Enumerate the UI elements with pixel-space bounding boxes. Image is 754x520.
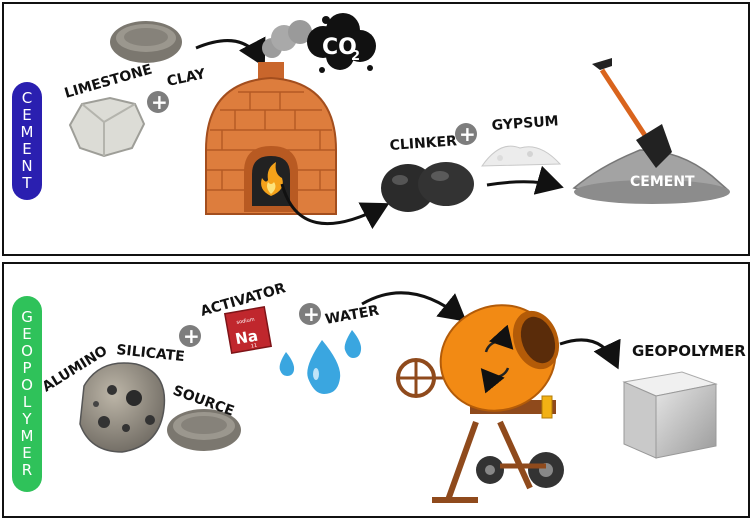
- plus-icon-geo-1: +: [179, 324, 201, 348]
- cement-mixer-icon: [396, 304, 564, 503]
- cement-product-label: CEMENT: [630, 174, 695, 190]
- clay-dish-icon: [110, 21, 182, 63]
- section-label-letter: O: [21, 342, 33, 360]
- arrow-kiln-to-clinker: [280, 183, 390, 230]
- plus-icon-cement-2: +: [455, 122, 477, 146]
- section-label-letter: E: [22, 140, 32, 158]
- svg-text:+: +: [183, 324, 200, 348]
- plus-icon-geo-2: +: [299, 302, 321, 326]
- section-label-letter: E: [22, 325, 32, 343]
- section-label-letter: Y: [22, 410, 32, 428]
- arrow-clay-to-kiln: [195, 36, 266, 68]
- co2-subscript: 2: [351, 49, 360, 64]
- section-label-letter: T: [22, 174, 32, 192]
- sodium-activator-icon: [223, 305, 273, 355]
- silicate-label: SILICATE: [116, 342, 186, 365]
- water-drops-icon: [279, 330, 362, 394]
- section-label-letter: E: [22, 106, 32, 124]
- clinker-icon: [381, 162, 474, 212]
- smoke-icon: [262, 20, 312, 58]
- geopolymer-cube-icon: [622, 371, 718, 459]
- gypsum-powder-icon: [481, 145, 562, 167]
- section-label-letter: N: [21, 157, 33, 175]
- shovel-icon: [592, 58, 672, 168]
- kiln-icon: [205, 62, 337, 215]
- arrow-clinker-to-cement: [486, 165, 564, 195]
- clay-label: CLAY: [166, 66, 208, 90]
- gypsum-label: GYPSUM: [491, 113, 559, 134]
- limestone-label: LIMESTONE: [63, 62, 154, 102]
- na-symbol: Na: [234, 327, 259, 349]
- section-label-letter: L: [22, 393, 32, 411]
- plus-icon-cement-1: +: [147, 90, 169, 114]
- water-label: WATER: [324, 303, 381, 328]
- geopolymer-product-label: GEOPOLYMER: [632, 342, 746, 360]
- cement-pile-icon: [572, 149, 730, 204]
- arrow-mixer-to-geopolymer: [559, 338, 621, 370]
- section-label-letter: M: [20, 427, 34, 445]
- section-label-letter: P: [22, 359, 32, 377]
- section-label-letter: E: [22, 444, 32, 462]
- section-label-letter: M: [20, 123, 34, 141]
- section-label-letter: G: [21, 308, 33, 326]
- svg-text:+: +: [151, 90, 168, 114]
- arrow-water-to-mixer: [361, 291, 467, 322]
- aluminosilicate-rock-icon: [79, 362, 166, 453]
- na-name: sodium: [236, 317, 255, 326]
- svg-text:+: +: [303, 302, 320, 326]
- section-label-letter: C: [21, 89, 33, 107]
- co2-cloud-icon: [307, 13, 376, 73]
- clinker-label: CLINKER: [389, 133, 457, 154]
- na-number: 11: [250, 343, 257, 350]
- section-label-letter: O: [21, 376, 33, 394]
- source-dish-icon: [167, 409, 241, 451]
- section-label-letter: R: [21, 461, 33, 479]
- co2-label: CO: [322, 35, 357, 60]
- fire-icon: [261, 162, 283, 196]
- limestone-rock-icon: [68, 96, 146, 158]
- svg-text:+: +: [459, 122, 476, 146]
